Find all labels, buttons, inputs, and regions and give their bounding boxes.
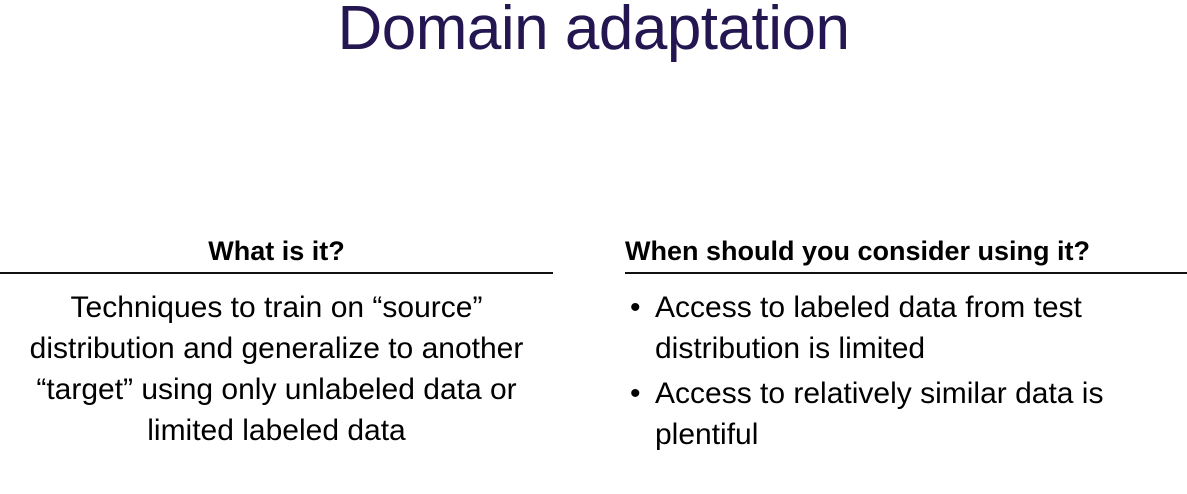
list-item: • Access to relatively similar data is p…	[625, 373, 1187, 455]
column-body-when-to-use: • Access to labeled data from test distr…	[625, 274, 1187, 455]
column-what-is-it: What is it? Techniques to train on “sour…	[0, 236, 553, 451]
bullet-list: • Access to labeled data from test distr…	[625, 287, 1187, 455]
list-item: • Access to labeled data from test distr…	[625, 287, 1187, 369]
column-header-divider-right	[625, 271, 1187, 274]
list-item-label: Access to labeled data from test distrib…	[655, 290, 1082, 365]
page-title: Domain adaptation	[337, 0, 850, 63]
column-header-what-is-it: What is it?	[208, 236, 345, 266]
column-body-what-is-it: Techniques to train on “source” distribu…	[29, 290, 524, 447]
bullet-dot-icon: •	[630, 376, 641, 410]
list-item-label: Access to relatively similar data is ple…	[655, 376, 1104, 451]
column-header-when-to-use: When should you consider using it?	[625, 236, 1090, 266]
two-column-layout: What is it? Techniques to train on “sour…	[0, 236, 1187, 459]
column-when-to-use: When should you consider using it? • Acc…	[625, 236, 1187, 459]
column-header-divider-left	[0, 271, 553, 274]
bullet-dot-icon: •	[630, 290, 641, 324]
